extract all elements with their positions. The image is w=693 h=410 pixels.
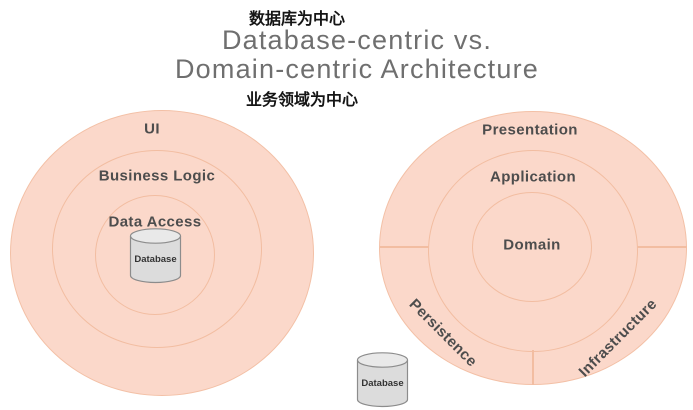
ring-label-application: Application [489,168,577,186]
database-cylinder-icon: Database [129,228,182,284]
label-zh-domain-centric: 业务领域为中心 [245,92,359,109]
segment-divider-right [637,246,687,248]
ring-label-presentation: Presentation [482,121,578,139]
database-cylinder-label: Database [361,378,403,389]
ring-label-data-access: Data Access [108,213,202,231]
database-cylinder-label: Database [134,254,176,265]
ring-label-ui: UI [144,120,160,138]
segment-divider-bottom [532,350,534,385]
ring-label-domain: Domain [503,236,561,254]
title-line-1: Database-centric vs. [221,25,493,55]
segment-divider-left [380,246,429,248]
db-centric-middle-ring [52,150,262,348]
database-cylinder-icon: Database [356,352,409,408]
label-zh-database-centric: 数据库为中心 [248,11,346,28]
ring-label-business-logic: Business Logic [98,167,216,185]
domain-centric-inner-ring [472,192,592,302]
db-centric-inner-ring [95,195,215,315]
title-line-2: Domain-centric Architecture [174,54,540,84]
page-title: Database-centric vs. Domain-centric Arch… [175,26,539,84]
